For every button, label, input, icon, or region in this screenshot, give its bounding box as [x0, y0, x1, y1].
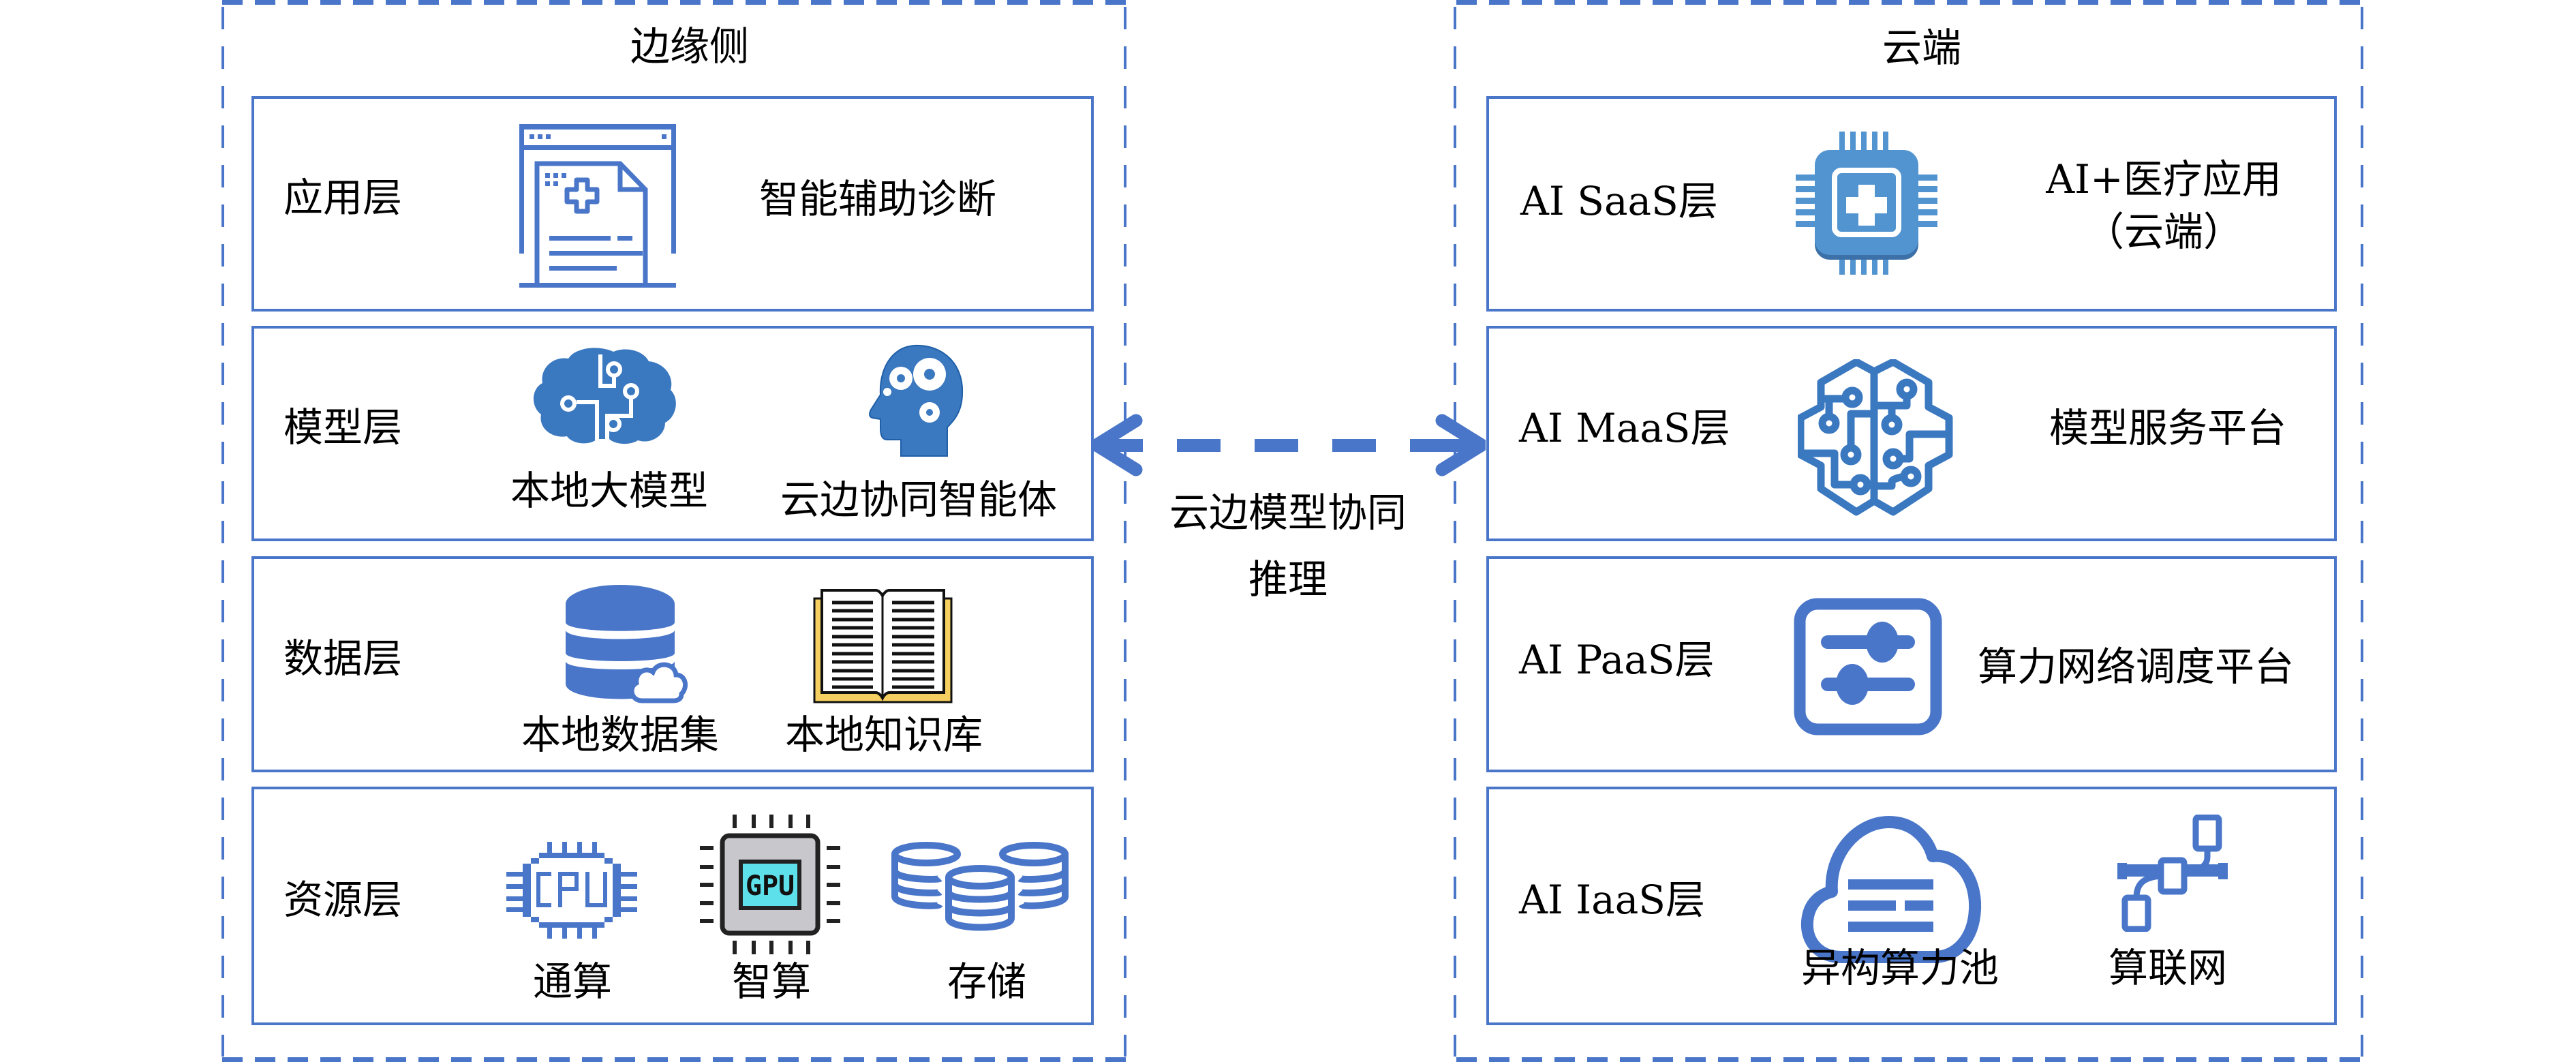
edge-border-left [221, 7, 224, 1057]
layer-label: AI SaaS层 [1520, 178, 1718, 224]
item-caption: 算联网 [2108, 945, 2228, 991]
cloud-server-icon [1800, 814, 1982, 964]
svg-text:GPU: GPU [746, 870, 795, 902]
layer-label: AI MaaS层 [1519, 405, 1730, 451]
link-label-line1: 云边模型协同 [1169, 489, 1407, 536]
caption-line1: AI+医疗应用 [2046, 156, 2282, 202]
network-nodes-icon [2117, 815, 2228, 932]
layer-label: 应用层 [283, 175, 403, 221]
cloud-border-bottom [1456, 1057, 2363, 1062]
item-caption: 智能辅助诊断 [758, 176, 997, 222]
medical-chip-icon [1796, 132, 1937, 275]
item-caption: 通算 [532, 958, 613, 1005]
cloud-border-left [1454, 7, 1456, 1057]
cloud-title: 云端 [1882, 25, 1962, 71]
item-caption: 本地大模型 [510, 468, 709, 514]
circuit-brain-icon [1798, 359, 1953, 516]
medical-report-icon [519, 124, 676, 288]
gpu-icon: GPU [700, 815, 840, 954]
open-book-icon [813, 589, 953, 703]
item-caption: 智算 [731, 958, 812, 1005]
cloud-border-right [2361, 7, 2363, 1057]
layer-label: 数据层 [283, 635, 403, 682]
layer-label: 模型层 [283, 404, 403, 451]
edge-layer-resource [251, 787, 1094, 1025]
cpu-icon [506, 842, 637, 939]
edge-title: 边缘侧 [630, 23, 750, 70]
caption-line2: （云端） [2084, 209, 2243, 255]
brain-circuit-icon [529, 348, 679, 444]
item-caption: 本地知识库 [784, 712, 983, 758]
storage-stack-icon [891, 842, 1069, 933]
item-caption: 云边协同智能体 [780, 476, 1058, 523]
cloud-border-top [1456, 0, 2363, 5]
layer-label: AI IaaS层 [1519, 877, 1706, 923]
link-label-line2: 推理 [1248, 556, 1328, 603]
double-arrow-dashed-icon [1092, 412, 1486, 478]
layer-label: AI PaaS层 [1519, 637, 1715, 683]
edge-border-right [1124, 7, 1126, 1057]
edge-border-top [222, 0, 1127, 5]
item-caption: 异构算力池 [1800, 945, 1999, 991]
item-caption: 本地数据集 [521, 712, 720, 758]
slider-settings-icon [1794, 598, 1942, 735]
head-gears-icon [867, 344, 964, 457]
item-caption: 存储 [947, 958, 1027, 1005]
caption-line1: 模型服务平台 [2049, 405, 2287, 451]
cloud-layer-paas [1486, 556, 2337, 772]
caption-line1: 算力网络调度平台 [1977, 643, 2295, 690]
layer-label: 资源层 [283, 877, 403, 923]
database-cloud-icon [566, 585, 688, 704]
edge-border-bottom [222, 1057, 1127, 1062]
